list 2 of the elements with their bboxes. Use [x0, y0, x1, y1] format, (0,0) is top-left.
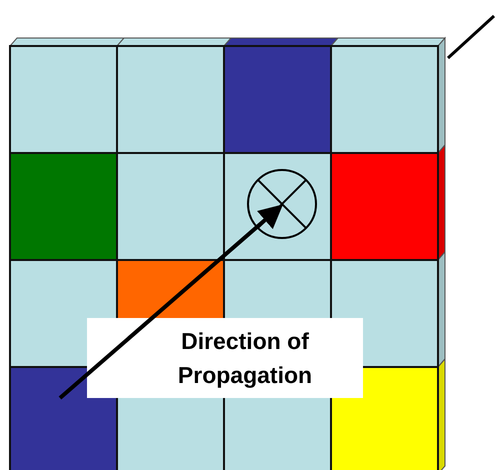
label-box — [87, 318, 363, 398]
direction-text: Direction of Propagation — [176, 327, 314, 390]
